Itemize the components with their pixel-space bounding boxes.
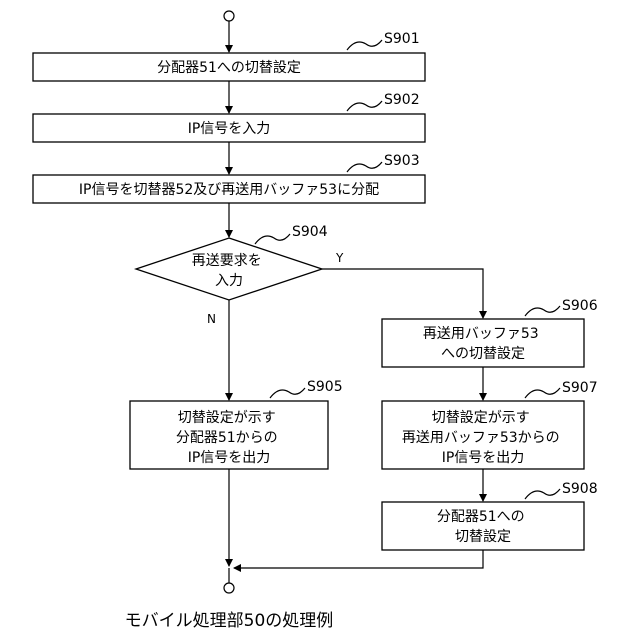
decision-s904 bbox=[136, 238, 322, 300]
step-s901-leader bbox=[347, 40, 382, 50]
step-s906-leader bbox=[525, 306, 560, 316]
branch-yes-label: Y bbox=[335, 251, 344, 265]
branch-no-label: N bbox=[207, 312, 216, 326]
step-s901-label: S901 bbox=[384, 31, 420, 47]
step-s903-leader bbox=[347, 162, 382, 172]
step-s908-label: S908 bbox=[562, 481, 598, 497]
step-s905-text: 切替設定が示す 分配器51からの IP信号を出力 bbox=[176, 410, 282, 466]
step-s903-label: S903 bbox=[384, 153, 420, 169]
step-s902-leader bbox=[347, 101, 382, 111]
step-s905-leader bbox=[270, 388, 305, 398]
step-s906-label: S906 bbox=[562, 298, 598, 314]
arrow-s908-merge bbox=[234, 550, 483, 568]
step-s903-text: IP信号を切替器52及び再送用バッファ53に分配 bbox=[79, 182, 379, 198]
step-s905-label: S905 bbox=[307, 379, 343, 395]
step-s904-leader bbox=[255, 234, 290, 244]
step-s907-leader bbox=[525, 388, 560, 398]
step-s904-label: S904 bbox=[292, 224, 328, 240]
step-s908-leader bbox=[525, 489, 560, 499]
step-s902-label: S902 bbox=[384, 92, 420, 108]
step-s907-label: S907 bbox=[562, 380, 598, 396]
start-terminal bbox=[224, 11, 234, 21]
figure-caption: モバイル処理部50の処理例 bbox=[125, 611, 334, 631]
end-terminal bbox=[224, 583, 234, 593]
step-s902-text: IP信号を入力 bbox=[188, 121, 271, 137]
step-s901-text: 分配器51への切替設定 bbox=[157, 60, 301, 76]
arrow-yes-branch bbox=[322, 269, 483, 318]
